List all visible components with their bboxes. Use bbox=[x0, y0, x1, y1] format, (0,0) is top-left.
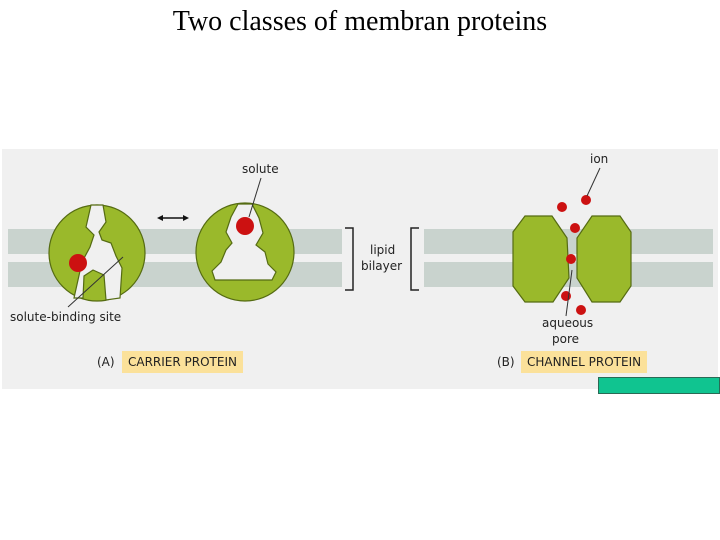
binding-site-pointer-line bbox=[67, 256, 124, 308]
channel-subunit-right bbox=[576, 215, 632, 303]
channel-protein-caption: CHANNEL PROTEIN bbox=[521, 351, 648, 373]
ion-4 bbox=[566, 254, 576, 264]
channel-protein bbox=[512, 215, 632, 303]
slide-title: Two classes of membran proteins bbox=[172, 6, 548, 37]
solute-molecule-bound bbox=[69, 254, 87, 272]
accent-bar bbox=[598, 377, 720, 394]
ion-1 bbox=[557, 202, 567, 212]
panel-a-letter: (A) bbox=[97, 355, 115, 369]
ion-2 bbox=[581, 195, 591, 205]
panel-b-letter: (B) bbox=[497, 355, 515, 369]
carrier-protein-state-2 bbox=[195, 202, 295, 302]
bilayer-upper-leaflet-right bbox=[424, 229, 713, 254]
solute-pointer-line bbox=[248, 177, 262, 218]
solute-label: solute bbox=[242, 162, 279, 176]
ion-6 bbox=[576, 305, 586, 315]
pore-pointer-line bbox=[565, 269, 573, 317]
channel-subunit-left bbox=[512, 215, 570, 303]
ion-label: ion bbox=[590, 152, 609, 166]
solute-molecule-entering bbox=[236, 217, 254, 235]
lipid-label: lipid bbox=[370, 243, 396, 257]
pore-label: pore bbox=[552, 332, 580, 346]
ion-pointer-line bbox=[586, 167, 601, 197]
aqueous-label: aqueous bbox=[542, 316, 594, 330]
carrier-protein-state-1 bbox=[48, 204, 146, 302]
double-arrow-icon bbox=[157, 215, 189, 221]
carrier-protein-caption: CARRIER PROTEIN bbox=[122, 351, 243, 373]
bilayer-label: bilayer bbox=[361, 259, 403, 273]
ion-3 bbox=[570, 223, 580, 233]
bilayer-bracket bbox=[345, 227, 419, 291]
solute-binding-site-label: solute-binding site bbox=[10, 310, 122, 324]
